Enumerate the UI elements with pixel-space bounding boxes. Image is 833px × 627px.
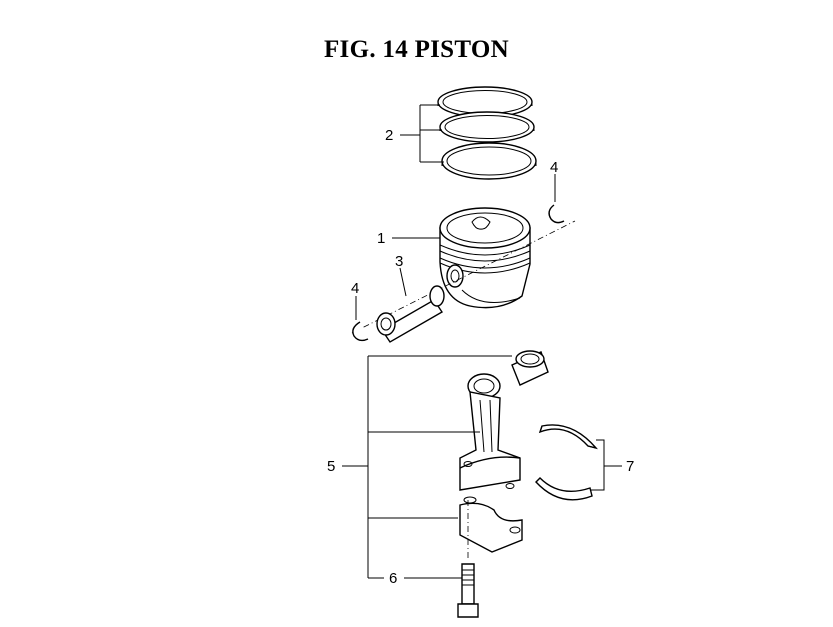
piston-body [439, 207, 531, 309]
callout-6: 6 [389, 570, 397, 587]
bearing-shell-lower [535, 477, 593, 501]
snap-ring-right [548, 204, 565, 224]
bearing-shell-upper [538, 424, 598, 450]
piston-pin [376, 285, 445, 343]
connecting-rod [459, 373, 521, 491]
callout-2: 2 [385, 127, 393, 144]
piston-ring-2 [439, 111, 535, 143]
callout-1: 1 [377, 230, 385, 247]
piston-ring-3 [441, 142, 537, 180]
piston-ring-1 [437, 86, 533, 118]
leader-lines [342, 104, 622, 579]
rod-bolt [457, 563, 479, 618]
callout-4-left: 4 [351, 280, 359, 297]
callout-3: 3 [395, 253, 403, 270]
callout-5: 5 [327, 458, 335, 475]
snap-ring-left [352, 321, 369, 342]
connecting-rod-cap [459, 496, 523, 553]
small-end-bushing [511, 350, 549, 386]
callout-4-right: 4 [550, 159, 558, 176]
piston-rings [437, 86, 537, 180]
callout-7: 7 [626, 458, 634, 475]
figure-title: FIG. 14 PISTON [323, 36, 510, 63]
